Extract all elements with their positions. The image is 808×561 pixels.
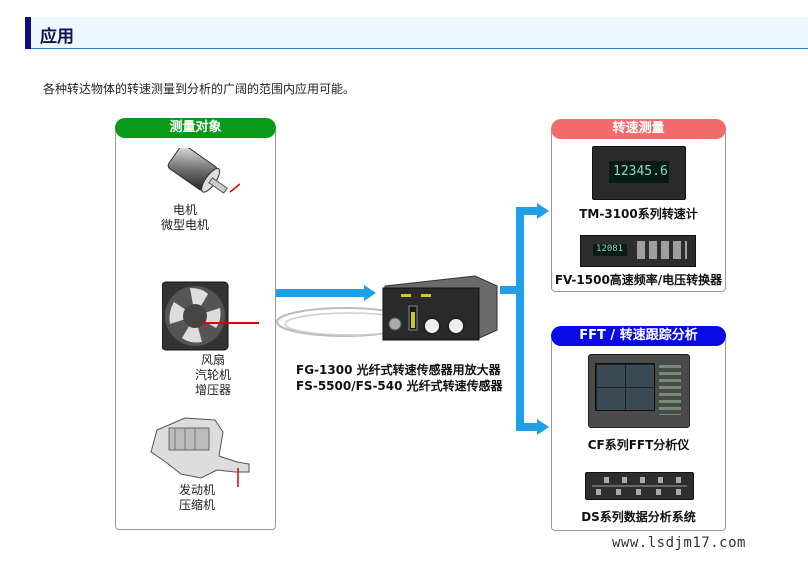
arrow-head: [537, 419, 549, 435]
target-label-engine: 发动机 压缩机: [137, 483, 257, 513]
fft-analyzer-icon: [588, 354, 690, 428]
fan-icon: [162, 281, 259, 351]
data-system-icon: [585, 472, 694, 500]
arrow-from-amplifier: [500, 286, 522, 294]
label-line: 发动机: [178, 483, 215, 497]
target-label-motor: 电机 微型电机: [125, 203, 245, 233]
arrow-head: [364, 285, 376, 301]
label-line: 风扇: [200, 353, 225, 367]
amplifier-icon: [276, 275, 498, 341]
arrow-to-fft: [516, 423, 538, 431]
arrow-head: [537, 203, 549, 219]
label-line: 电机: [172, 203, 197, 217]
tachometer-icon: 12345.6: [592, 146, 686, 200]
section-header: 应用: [25, 17, 808, 49]
motor-icon: [167, 148, 240, 194]
targets-title: 测量对象: [115, 118, 276, 138]
speed-label-fv1500: FV-1500高速频率/电压转换器: [554, 273, 723, 287]
header-accent-bar: [25, 17, 31, 49]
target-label-fan: 风扇 汽轮机 增压器: [153, 353, 273, 398]
engine-icon: [150, 417, 250, 487]
fv-display: 12081: [596, 244, 624, 254]
fft-label-ds: DS系列数据分析系统: [581, 510, 696, 524]
tachometer-display: 12345.6: [613, 164, 668, 179]
fft-title: FFT / 转速跟踪分析: [551, 326, 726, 346]
fft-label-cf: CF系列FFT分析仪: [587, 438, 690, 452]
center-label-1: FG-1300 光纤式转速传感器用放大器: [296, 363, 501, 377]
label-line: 汽轮机: [194, 368, 231, 382]
speed-label-tm3100: TM-3100系列转速计: [579, 207, 698, 221]
page-title: 应用: [40, 27, 74, 47]
fv-converter-icon: 12081: [580, 235, 696, 267]
center-label-2: FS-5500/FS-540 光纤式转速传感器: [296, 379, 503, 393]
arrow-to-amplifier: [276, 289, 366, 297]
intro-text: 各种转达物体的转速测量到分析的广阔的范围内应用可能。: [43, 82, 356, 96]
arrow-to-speed: [516, 207, 538, 215]
label-line: 增压器: [194, 383, 231, 397]
label-line: 微型电机: [160, 218, 209, 232]
label-line: 压缩机: [178, 498, 215, 512]
watermark-url: www.lsdjm17.com: [612, 535, 746, 551]
arrow-trunk: [516, 207, 524, 431]
speed-title: 转速测量: [551, 119, 726, 139]
